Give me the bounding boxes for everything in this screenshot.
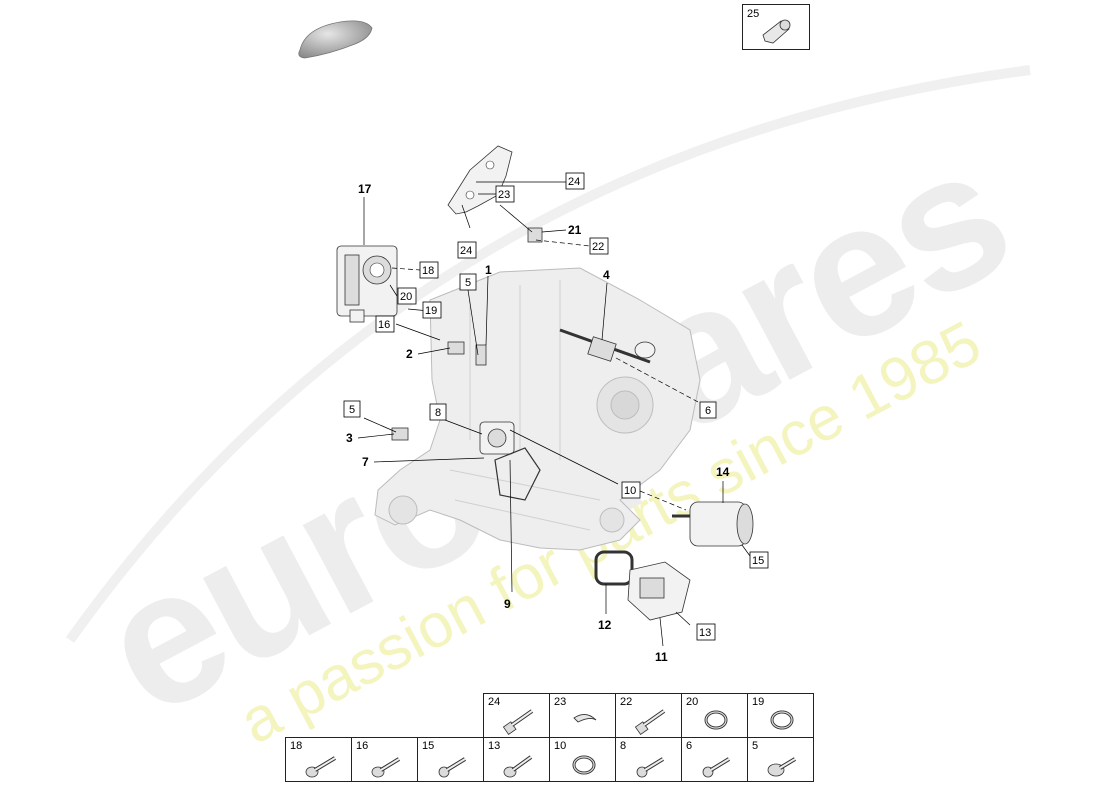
fastener-row-bottom: 18 16 15 13 <box>285 737 814 782</box>
svg-text:10: 10 <box>624 485 636 497</box>
fastener-cell-24: 24 <box>483 693 550 738</box>
o-ring-icon <box>770 710 794 730</box>
bolt-icon <box>634 709 666 735</box>
callouts: 17 1 4 21 2 3 7 14 9 12 11 <box>346 182 730 664</box>
callout-2: 2 <box>406 347 413 361</box>
svg-text:5: 5 <box>349 404 355 416</box>
svg-text:5: 5 <box>465 277 471 289</box>
bolt-icon <box>636 757 665 778</box>
svg-text:16: 16 <box>378 319 390 331</box>
svg-text:23: 23 <box>498 189 510 201</box>
tube-icon <box>762 19 791 44</box>
shift-shaft-4 <box>559 328 656 364</box>
car-silhouette-icon <box>298 20 373 59</box>
flange-bolt-icon <box>503 755 533 778</box>
boxed-callouts: 24 23 24 22 18 5 20 19 <box>343 172 769 641</box>
bolt-icon <box>438 757 467 778</box>
box-callout-5-top: 5 <box>459 273 477 291</box>
box-callout-15: 15 <box>749 551 769 569</box>
fastener-cell-19: 19 <box>747 693 814 738</box>
box-callout-13: 13 <box>696 623 716 641</box>
fastener-cell-10: 10 <box>549 737 616 782</box>
svg-text:22: 22 <box>592 241 604 253</box>
fastener-cell-8: 8 <box>615 737 682 782</box>
tube-box-number: 25 <box>747 8 760 20</box>
svg-text:24: 24 <box>568 176 580 188</box>
box-callout-8: 8 <box>429 403 447 421</box>
fastener-cell-15: 15 <box>417 737 484 782</box>
box-callout-6: 6 <box>699 401 717 419</box>
motor-14 <box>672 501 754 547</box>
flange-bolt-icon <box>305 756 337 778</box>
bolt-icon <box>502 709 534 735</box>
svg-text:15: 15 <box>752 555 764 567</box>
washer-bolt-icon <box>767 757 797 777</box>
box-callout-10: 10 <box>621 481 641 499</box>
callout-9: 9 <box>504 597 511 611</box>
fastener-cell-20: 20 <box>681 693 748 738</box>
svg-text:13: 13 <box>699 627 711 639</box>
control-unit-11 <box>627 561 691 621</box>
callout-21: 21 <box>568 223 582 237</box>
box-callout-19: 19 <box>422 301 442 319</box>
callout-3: 3 <box>346 431 353 445</box>
flange-bolt-icon <box>371 757 401 778</box>
svg-text:8: 8 <box>435 407 441 419</box>
seal-ring-12 <box>594 550 634 586</box>
fastener-table: 24 23 22 20 <box>285 693 814 782</box>
svg-text:24: 24 <box>460 245 472 257</box>
box-callout-24-bottom: 24 <box>457 241 477 259</box>
gasket-9 <box>494 447 541 501</box>
fastener-cell-16: 16 <box>351 737 418 782</box>
fastener-cell-13: 13 <box>483 737 550 782</box>
box-callout-18: 18 <box>419 261 439 279</box>
bolt-icon <box>702 757 731 778</box>
box-callout-22: 22 <box>589 237 609 255</box>
box-callout-20: 20 <box>397 287 417 305</box>
box-callout-24-top: 24 <box>565 172 585 190</box>
callout-1: 1 <box>485 263 492 277</box>
clip-icon <box>573 714 597 723</box>
svg-text:6: 6 <box>705 405 711 417</box>
callout-14: 14 <box>716 465 730 479</box>
callout-11: 11 <box>655 650 668 664</box>
svg-text:20: 20 <box>400 291 412 303</box>
fastener-row-top: 24 23 22 20 <box>286 693 814 738</box>
callout-7: 7 <box>362 455 369 469</box>
sensor-3 <box>391 427 409 441</box>
o-ring-icon <box>704 710 728 730</box>
fastener-cell-23: 23 <box>549 693 616 738</box>
tube-box-25: 25 <box>742 4 810 50</box>
fastener-cell-18: 18 <box>285 737 352 782</box>
bracket-23 <box>447 145 513 215</box>
box-callout-23: 23 <box>495 185 515 203</box>
callout-12: 12 <box>598 618 612 632</box>
actuator-7 <box>479 421 515 455</box>
box-callout-16: 16 <box>375 315 395 333</box>
fastener-cell-22: 22 <box>615 693 682 738</box>
fastener-cell-5: 5 <box>747 737 814 782</box>
svg-text:19: 19 <box>425 305 437 317</box>
o-ring-icon <box>572 755 596 775</box>
svg-text:18: 18 <box>422 265 434 277</box>
box-callout-5-left: 5 <box>343 400 361 418</box>
gearbox-housing <box>374 267 701 551</box>
sensor-2 <box>447 341 465 355</box>
callout-17: 17 <box>358 182 372 196</box>
fastener-cell-6: 6 <box>681 737 748 782</box>
selector-module-17 <box>336 245 398 323</box>
callout-4: 4 <box>603 268 610 282</box>
leader-lines <box>357 181 751 647</box>
sensor-1 <box>475 344 487 366</box>
